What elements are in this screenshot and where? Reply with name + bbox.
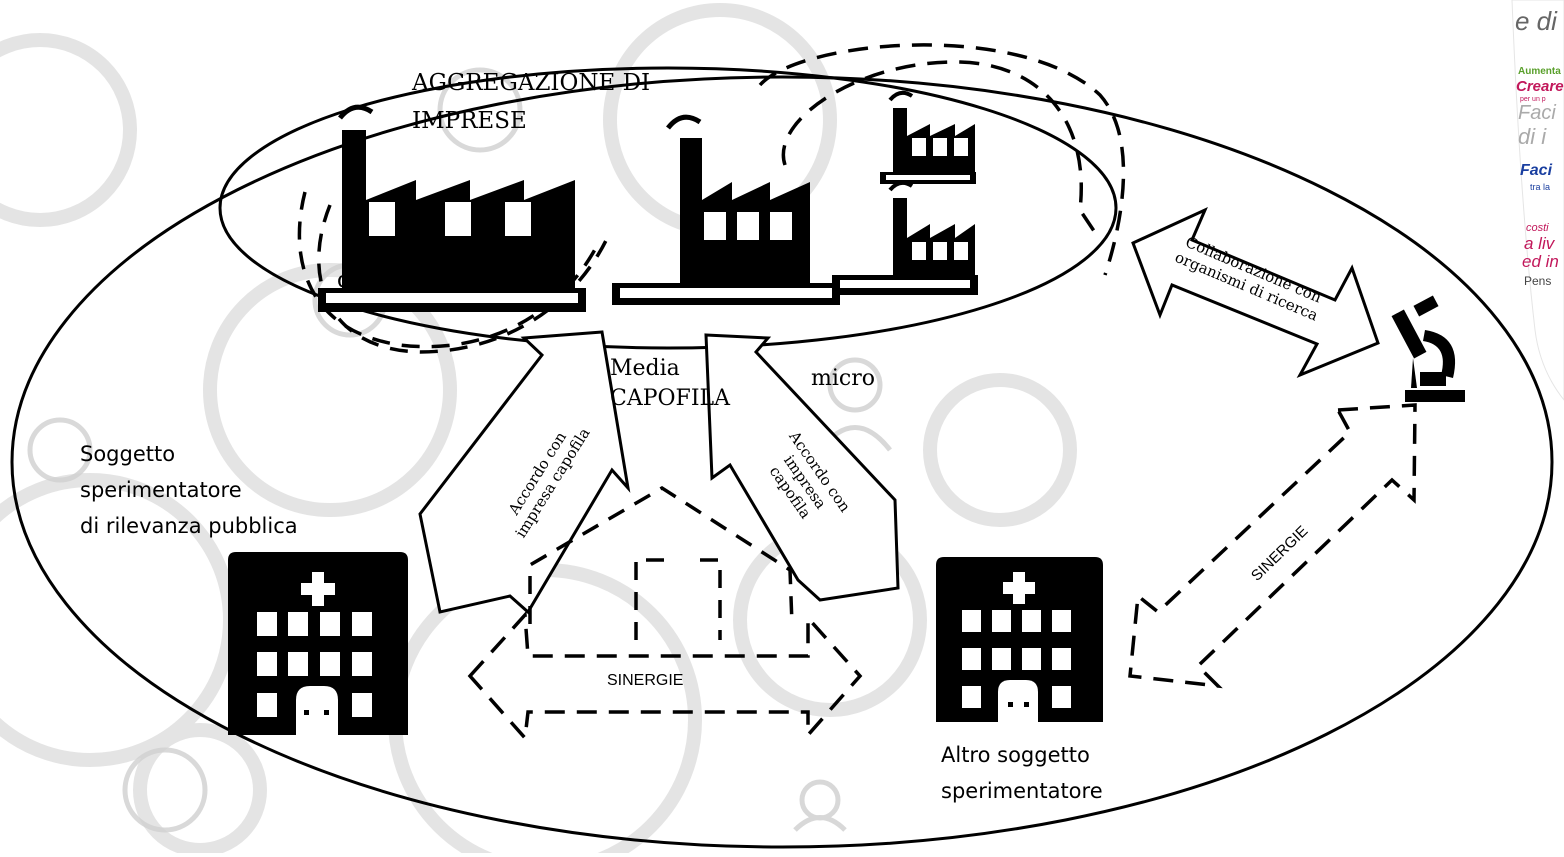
word-cloud-text: e di [1515,6,1557,36]
factory-large-icon [318,104,586,312]
word-cloud-text: di i [1518,124,1547,149]
word-cloud-text: Faci [1518,102,1556,124]
word-cloud-text: Pens [1524,274,1552,288]
hospital-icon-other [936,557,1103,722]
outer-ellipse [10,75,1554,849]
label-micro-company: micro [811,366,875,391]
hospital-icon-public [228,552,408,735]
factory-micro-icon-bottom [832,180,978,295]
synergies-arrow-bottom [467,610,863,743]
agreement-arrow-right [704,333,900,602]
dashed-house [528,485,794,640]
agreement-arrow-left [418,330,631,615]
factory-medium-icon [612,114,840,305]
synergies-arrow-right [1128,403,1417,689]
word-cloud-text: Faci [1520,162,1553,179]
word-cloud-text: costi [1526,222,1549,234]
word-cloud-text: Aumenta [1518,66,1561,77]
aggregation-title: AGGREGAZIONE DI IMPRESE [412,70,651,134]
label-medium-company: Media CAPOFILA [610,356,731,411]
research-collaboration-arrow [1131,207,1380,378]
word-cloud-text: per un p [1520,96,1546,103]
microscope-icon [1391,295,1465,402]
label-other-subject: Altro soggetto sperimentatore [941,743,1103,803]
factory-micro-icon-top [880,90,976,184]
word-cloud-text: ed in [1522,252,1559,271]
aggregation-ellipse [218,66,1118,350]
label-synergies-bottom: SINERGIE [607,672,684,689]
word-cloud-text: a liv [1524,234,1555,253]
label-large-company: grande [337,268,416,293]
micro-dashed-arc [758,43,1126,276]
word-cloud-text: tra la [1530,182,1551,192]
word-cloud-panel [1511,0,1564,401]
word-cloud-text: Creare [1516,78,1564,95]
label-public-subject: Soggetto sperimentatore di rilevanza pub… [80,442,298,538]
